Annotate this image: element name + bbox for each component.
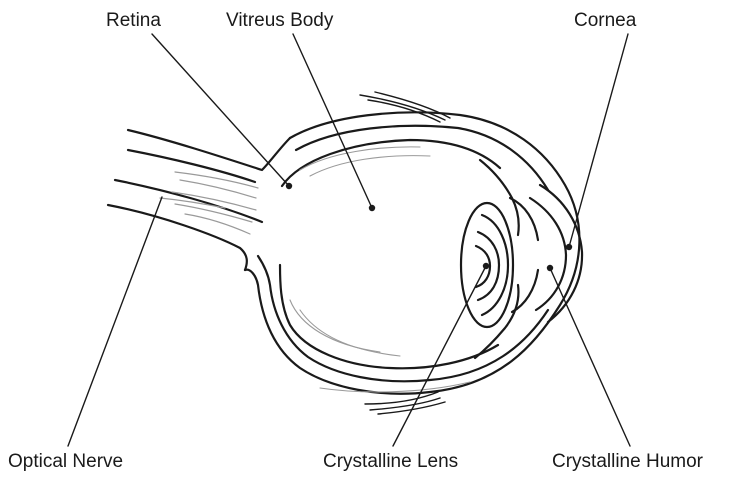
leader-retina [152, 34, 289, 186]
dot-vitreous-body [369, 205, 375, 211]
leader-crystalline-humor [550, 268, 630, 446]
leader-optical-nerve [68, 197, 162, 446]
dot-retina [286, 183, 292, 189]
label-crystalline-lens: Crystalline Lens [323, 452, 458, 471]
dot-cornea [566, 244, 572, 250]
muscle-tendon-bottom [365, 392, 445, 414]
ciliary-body-upper [480, 160, 519, 235]
label-cornea: Cornea [574, 11, 636, 30]
optic-nerve-sheath-upper [128, 130, 290, 170]
optic-nerve-sheath-upper-inner [128, 150, 255, 182]
retina-shading [290, 147, 470, 392]
sclera-outer [245, 112, 579, 393]
label-optical-nerve: Optical Nerve [8, 452, 123, 471]
muscle-tendon-top [360, 92, 450, 122]
sclera-inner [296, 126, 548, 190]
label-crystalline-humor: Crystalline Humor [552, 452, 703, 471]
pointer-dots [286, 183, 572, 271]
leader-vitreous-body [293, 34, 372, 208]
dot-crystalline-humor [547, 265, 553, 271]
dot-crystalline-lens [483, 263, 489, 269]
label-vitreous-body: Vitreus Body [226, 11, 333, 30]
leader-lines [68, 34, 630, 446]
retina-layer-lower [280, 265, 498, 368]
label-retina: Retina [106, 11, 161, 30]
leader-cornea [569, 34, 628, 247]
